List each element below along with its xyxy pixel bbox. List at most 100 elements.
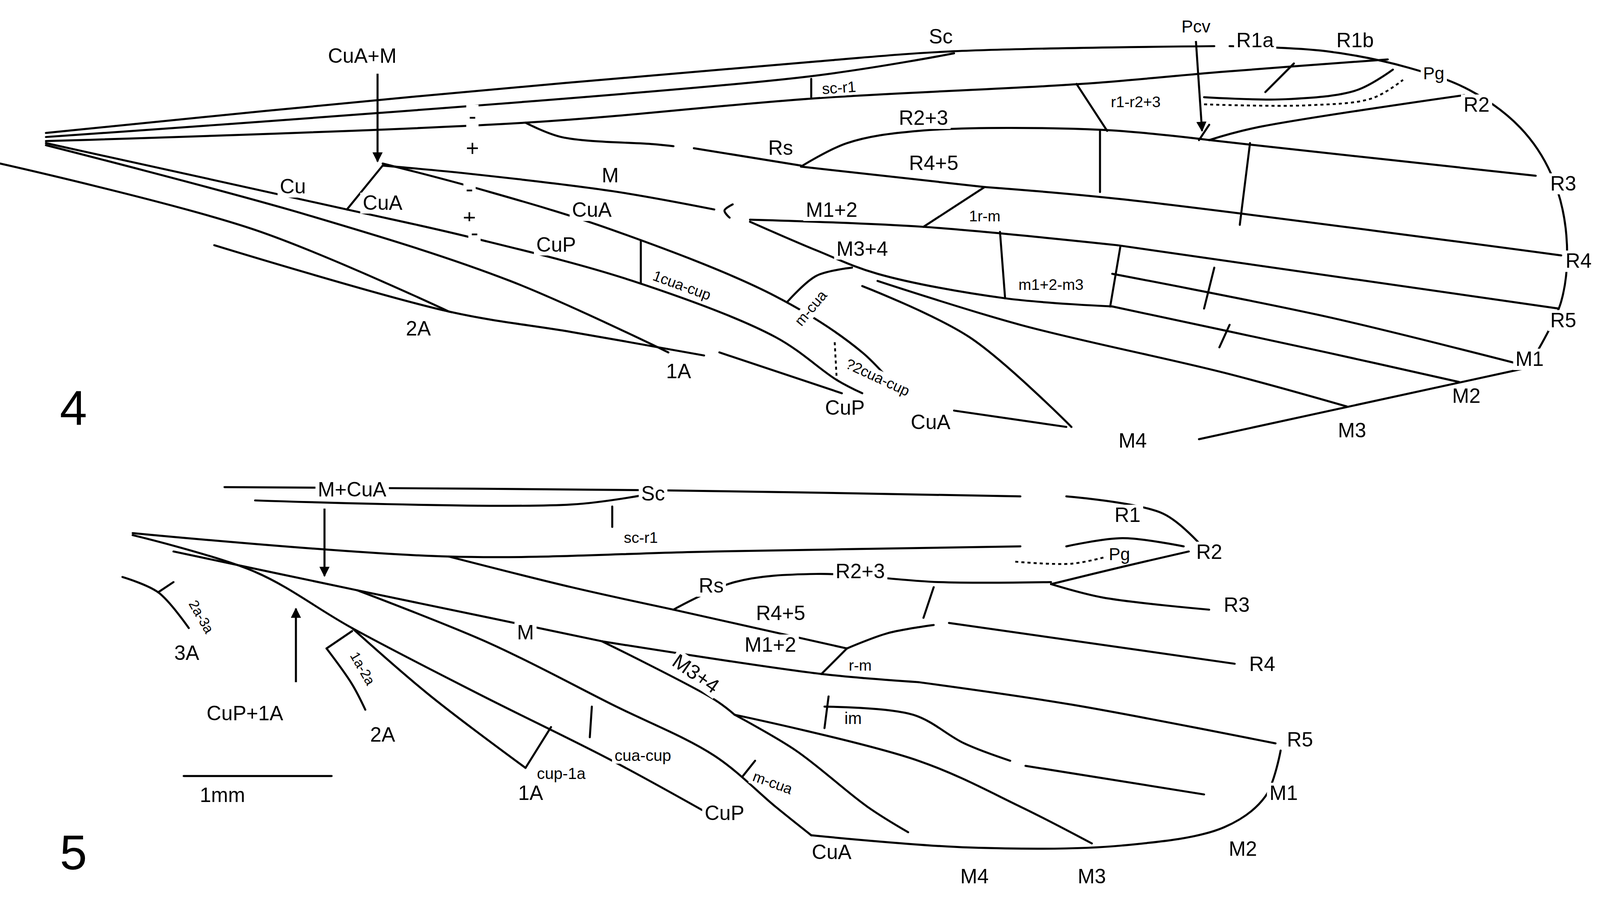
wing-vein (1098, 130, 1101, 193)
wing-vein (45, 45, 1215, 133)
vein-label: r1-r2+3 (1108, 93, 1163, 111)
vein-label: CuA (569, 199, 615, 221)
wing-vein (1219, 324, 1230, 348)
wing-vein (999, 231, 1005, 299)
wing-vein (1066, 496, 1203, 547)
vein-label: R4 (1563, 250, 1595, 273)
dashed-vein (1015, 556, 1108, 564)
vein-label: Sc (926, 26, 956, 48)
wing-vein (602, 641, 735, 715)
vein-label: M1+2 (803, 199, 860, 221)
wing-vein (1051, 583, 1210, 610)
vein-label: Rs (696, 575, 727, 597)
vein-label: CuP (534, 234, 579, 256)
wing-vein (734, 714, 909, 833)
wing-vein (45, 145, 669, 353)
vein-label: + (463, 136, 482, 160)
wing-vein (214, 245, 704, 356)
vein-label: R2 (1460, 94, 1493, 116)
wing-vein (525, 726, 551, 768)
wing-vein (352, 627, 526, 768)
wing-vein (821, 648, 847, 674)
wing-vein (824, 706, 1011, 761)
vein-label: Pg (1420, 64, 1447, 83)
vein-label: M3+4 (834, 238, 891, 260)
vein-label: cup-1a (534, 765, 589, 782)
vein-label: M4 (1116, 430, 1150, 452)
vein-label: Cu (277, 176, 309, 198)
leader-arrow (323, 508, 326, 576)
vein-label: Pcv (1178, 17, 1213, 36)
vein-label: CuA+M (325, 45, 399, 67)
vein-label: M2 (1226, 838, 1260, 860)
wing-vein (1117, 245, 1559, 309)
vein-label: Pg (1106, 545, 1133, 564)
wing-vein (122, 576, 189, 628)
wing-vein (1265, 63, 1295, 93)
vein-label: CuA (908, 411, 954, 434)
vein-label: 2A (403, 318, 434, 340)
wing-vein (724, 204, 733, 218)
vein-label: M1 (1512, 348, 1547, 370)
vein-label: 2A (367, 724, 398, 746)
vein-label: m-cua (748, 767, 797, 798)
vein-label: r-m (846, 657, 875, 674)
wing-vein (449, 556, 674, 610)
vein-label: M (514, 621, 537, 644)
wing-vein (800, 128, 1209, 167)
wing-vein (357, 589, 812, 835)
vein-label: R5 (1547, 309, 1580, 332)
wing-vein (918, 681, 1276, 743)
vein-label: R2+3 (833, 560, 888, 583)
wing-vein (183, 774, 332, 777)
wing-vein (254, 492, 654, 506)
wing-vein (1110, 246, 1121, 307)
wing-vein (1112, 306, 1460, 382)
wing-vein (734, 714, 1092, 844)
wing-vein (810, 78, 813, 98)
vein-label: M4 (958, 866, 992, 888)
wing-vein (132, 534, 715, 817)
vein-label: R1a (1233, 30, 1277, 52)
wing-vein (611, 506, 614, 528)
vein-label: im (841, 709, 865, 727)
wing-vein (639, 240, 642, 283)
wing-vein (326, 630, 353, 649)
vein-label: 3A (171, 642, 202, 664)
wing-vein (1025, 765, 1204, 795)
vein-label: M3 (1075, 866, 1109, 888)
wing-vein (1209, 95, 1465, 140)
vein-label: CuP (822, 397, 868, 420)
wing-vein (846, 624, 934, 649)
figure-number: 5 (57, 827, 90, 877)
wing-vein (589, 706, 592, 738)
wing-vein (948, 622, 1235, 664)
wing-vein (923, 586, 934, 618)
vein-label: M+CuA (315, 479, 389, 501)
wing-vein (953, 410, 1066, 427)
vein-label: M2 (1449, 385, 1484, 407)
wing-vein (862, 286, 1072, 427)
vein-label: R5 (1284, 728, 1316, 751)
wing-vein (1203, 267, 1215, 309)
vein-label: CuP+1A (204, 702, 286, 725)
vein-label: cua-cup (612, 746, 674, 764)
vein-label: Rs (765, 137, 796, 159)
wing-vein (984, 186, 1562, 256)
vein-label: CuA (809, 841, 855, 863)
vein-label: R3 (1221, 594, 1253, 616)
vein-label: 1mm (197, 784, 248, 806)
vein-label: M3 (1335, 419, 1369, 442)
dashed-vein (834, 341, 837, 380)
vein-label: R2+3 (896, 107, 951, 130)
wing-vein (1209, 139, 1536, 176)
wing-vein (811, 750, 1281, 849)
wing-vein (0, 163, 450, 312)
wing-vein (45, 59, 1388, 142)
vein-label: sc-r1 (621, 529, 661, 546)
vein-label: CuA (360, 192, 406, 214)
vein-label: R1b (1334, 30, 1377, 52)
vein-label: R4 (1246, 653, 1278, 676)
